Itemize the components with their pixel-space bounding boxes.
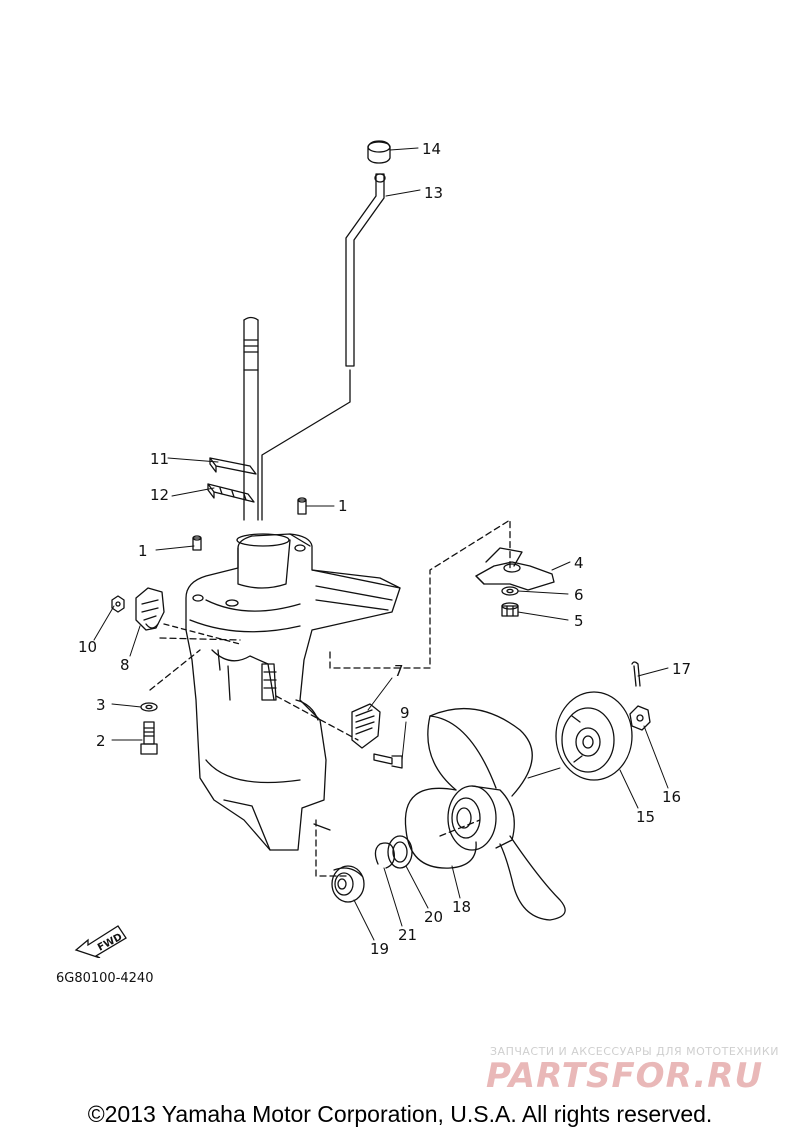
copyright-notice: ©2013 Yamaha Motor Corporation, U.S.A. A… xyxy=(87,1101,713,1127)
callout-6: 6 xyxy=(574,586,584,604)
callout-1-second: 1 xyxy=(138,542,148,560)
callout-5: 5 xyxy=(574,612,584,630)
callout-15: 15 xyxy=(636,808,655,826)
callout-1: 1 xyxy=(338,497,348,515)
part-14-grommet xyxy=(367,140,391,164)
callout-10: 10 xyxy=(78,638,97,656)
diagram-code: 6G80100-4240 xyxy=(56,971,154,986)
part-15-spacer xyxy=(555,691,633,781)
callout-18: 18 xyxy=(452,898,471,916)
part-2-bolt xyxy=(140,721,158,755)
callout-leaders xyxy=(93,147,669,941)
callout-16: 16 xyxy=(662,788,681,806)
callout-9: 9 xyxy=(400,704,410,722)
callout-3: 3 xyxy=(96,696,106,714)
part-6-washer xyxy=(501,586,519,596)
drive-shaft xyxy=(243,316,259,521)
part-19-thrust-holder xyxy=(331,865,365,903)
part-13-shift-rod xyxy=(345,173,386,367)
callout-13: 13 xyxy=(424,184,443,202)
callout-4: 4 xyxy=(574,554,584,572)
part-1-dowel-pin-2 xyxy=(192,535,202,551)
callout-7: 7 xyxy=(394,662,404,680)
part-1-dowel-pin xyxy=(297,497,307,515)
callout-20: 20 xyxy=(424,908,443,926)
part-3-washer xyxy=(140,702,158,712)
callout-14: 14 xyxy=(422,140,441,158)
part-9-screw xyxy=(373,753,403,769)
watermark-tagline: ЗАПЧАСТИ И АКСЕССУАРЫ ДЛЯ МОТОТЕХНИКИ xyxy=(490,1045,779,1058)
callout-labels: 14 13 11 12 1 1 4 6 5 10 8 7 17 3 9 2 16… xyxy=(78,140,691,958)
forward-arrow-icon: FWD xyxy=(74,918,134,962)
callout-21: 21 xyxy=(398,926,417,944)
part-4-trim-tab xyxy=(475,547,555,591)
assembly-guide-lines xyxy=(149,519,511,877)
part-16-nut xyxy=(629,705,651,731)
callout-12: 12 xyxy=(150,486,169,504)
part-20-washer xyxy=(387,835,413,869)
callout-8: 8 xyxy=(120,656,130,674)
part-21-circlip xyxy=(374,842,395,869)
part-11-shim xyxy=(209,457,257,475)
fwd-label: FWD xyxy=(96,932,124,954)
lower-casing xyxy=(185,533,401,851)
watermark-logo: PARTSFOR.RU xyxy=(486,1056,764,1096)
part-10-nut xyxy=(111,595,125,613)
callout-2: 2 xyxy=(96,732,106,750)
callout-17: 17 xyxy=(672,660,691,678)
part-7-water-inlet xyxy=(351,703,381,749)
callout-19: 19 xyxy=(370,940,389,958)
part-18-propeller xyxy=(404,707,566,921)
part-8-inlet-cover xyxy=(135,587,241,645)
part-12-shim xyxy=(207,483,255,503)
part-17-cotter-pin xyxy=(631,661,641,687)
callout-11: 11 xyxy=(150,450,169,468)
part-5-bolt xyxy=(501,602,519,617)
